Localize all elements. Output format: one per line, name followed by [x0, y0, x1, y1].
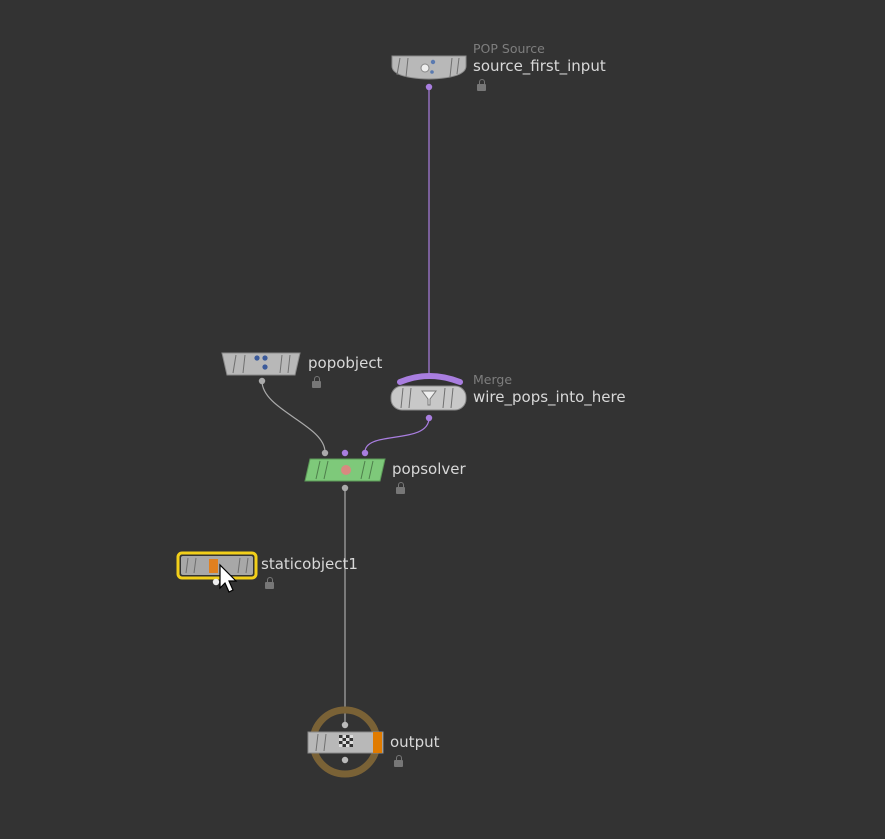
output-connector[interactable] [341, 484, 349, 492]
input-connector[interactable] [341, 721, 349, 729]
bypass-flag[interactable] [397, 373, 463, 385]
node-name-label[interactable]: popobject [308, 354, 383, 372]
lock-icon[interactable] [265, 577, 274, 589]
mouse-cursor-icon [219, 563, 238, 593]
output-connector[interactable] [341, 756, 349, 764]
pop-solver-icon [341, 465, 351, 475]
node-name-label[interactable]: source_first_input [473, 57, 606, 75]
node-type-label: POP Source [473, 41, 545, 56]
node-source-first-input[interactable] [391, 55, 467, 91]
lock-icon[interactable] [312, 376, 321, 388]
input-connector-2[interactable] [361, 449, 369, 457]
output-connector[interactable] [258, 377, 266, 385]
checker-icon [339, 735, 353, 747]
wire-merge-to-popsolver [364, 417, 430, 453]
node-staticobject1[interactable] [176, 551, 258, 586]
output-connector[interactable] [212, 578, 220, 586]
node-output[interactable] [307, 706, 384, 778]
input-connector-1[interactable] [341, 449, 349, 457]
node-name-label[interactable]: staticobject1 [261, 555, 358, 573]
selection-highlight [176, 551, 258, 580]
node-wire-pops-into-here[interactable] [390, 373, 467, 422]
output-connector[interactable] [425, 414, 433, 422]
funnel-icon [421, 390, 437, 406]
node-name-label[interactable]: popsolver [392, 460, 466, 478]
lock-icon[interactable] [477, 79, 486, 91]
pop-object-icon [254, 355, 268, 370]
wire-popobject-to-popsolver [261, 380, 326, 453]
lock-icon[interactable] [396, 482, 405, 494]
node-name-label[interactable]: output [390, 733, 440, 751]
output-connector[interactable] [425, 83, 433, 91]
node-type-label: Merge [473, 372, 513, 387]
pop-source-icon [420, 59, 436, 74]
node-name-label[interactable]: wire_pops_into_here [473, 388, 626, 406]
node-popobject[interactable] [221, 352, 301, 385]
static-object-icon [209, 559, 218, 573]
input-connector-0[interactable] [321, 449, 329, 457]
node-popsolver[interactable] [304, 449, 386, 492]
lock-icon[interactable] [394, 755, 403, 767]
display-flag[interactable] [373, 732, 382, 753]
